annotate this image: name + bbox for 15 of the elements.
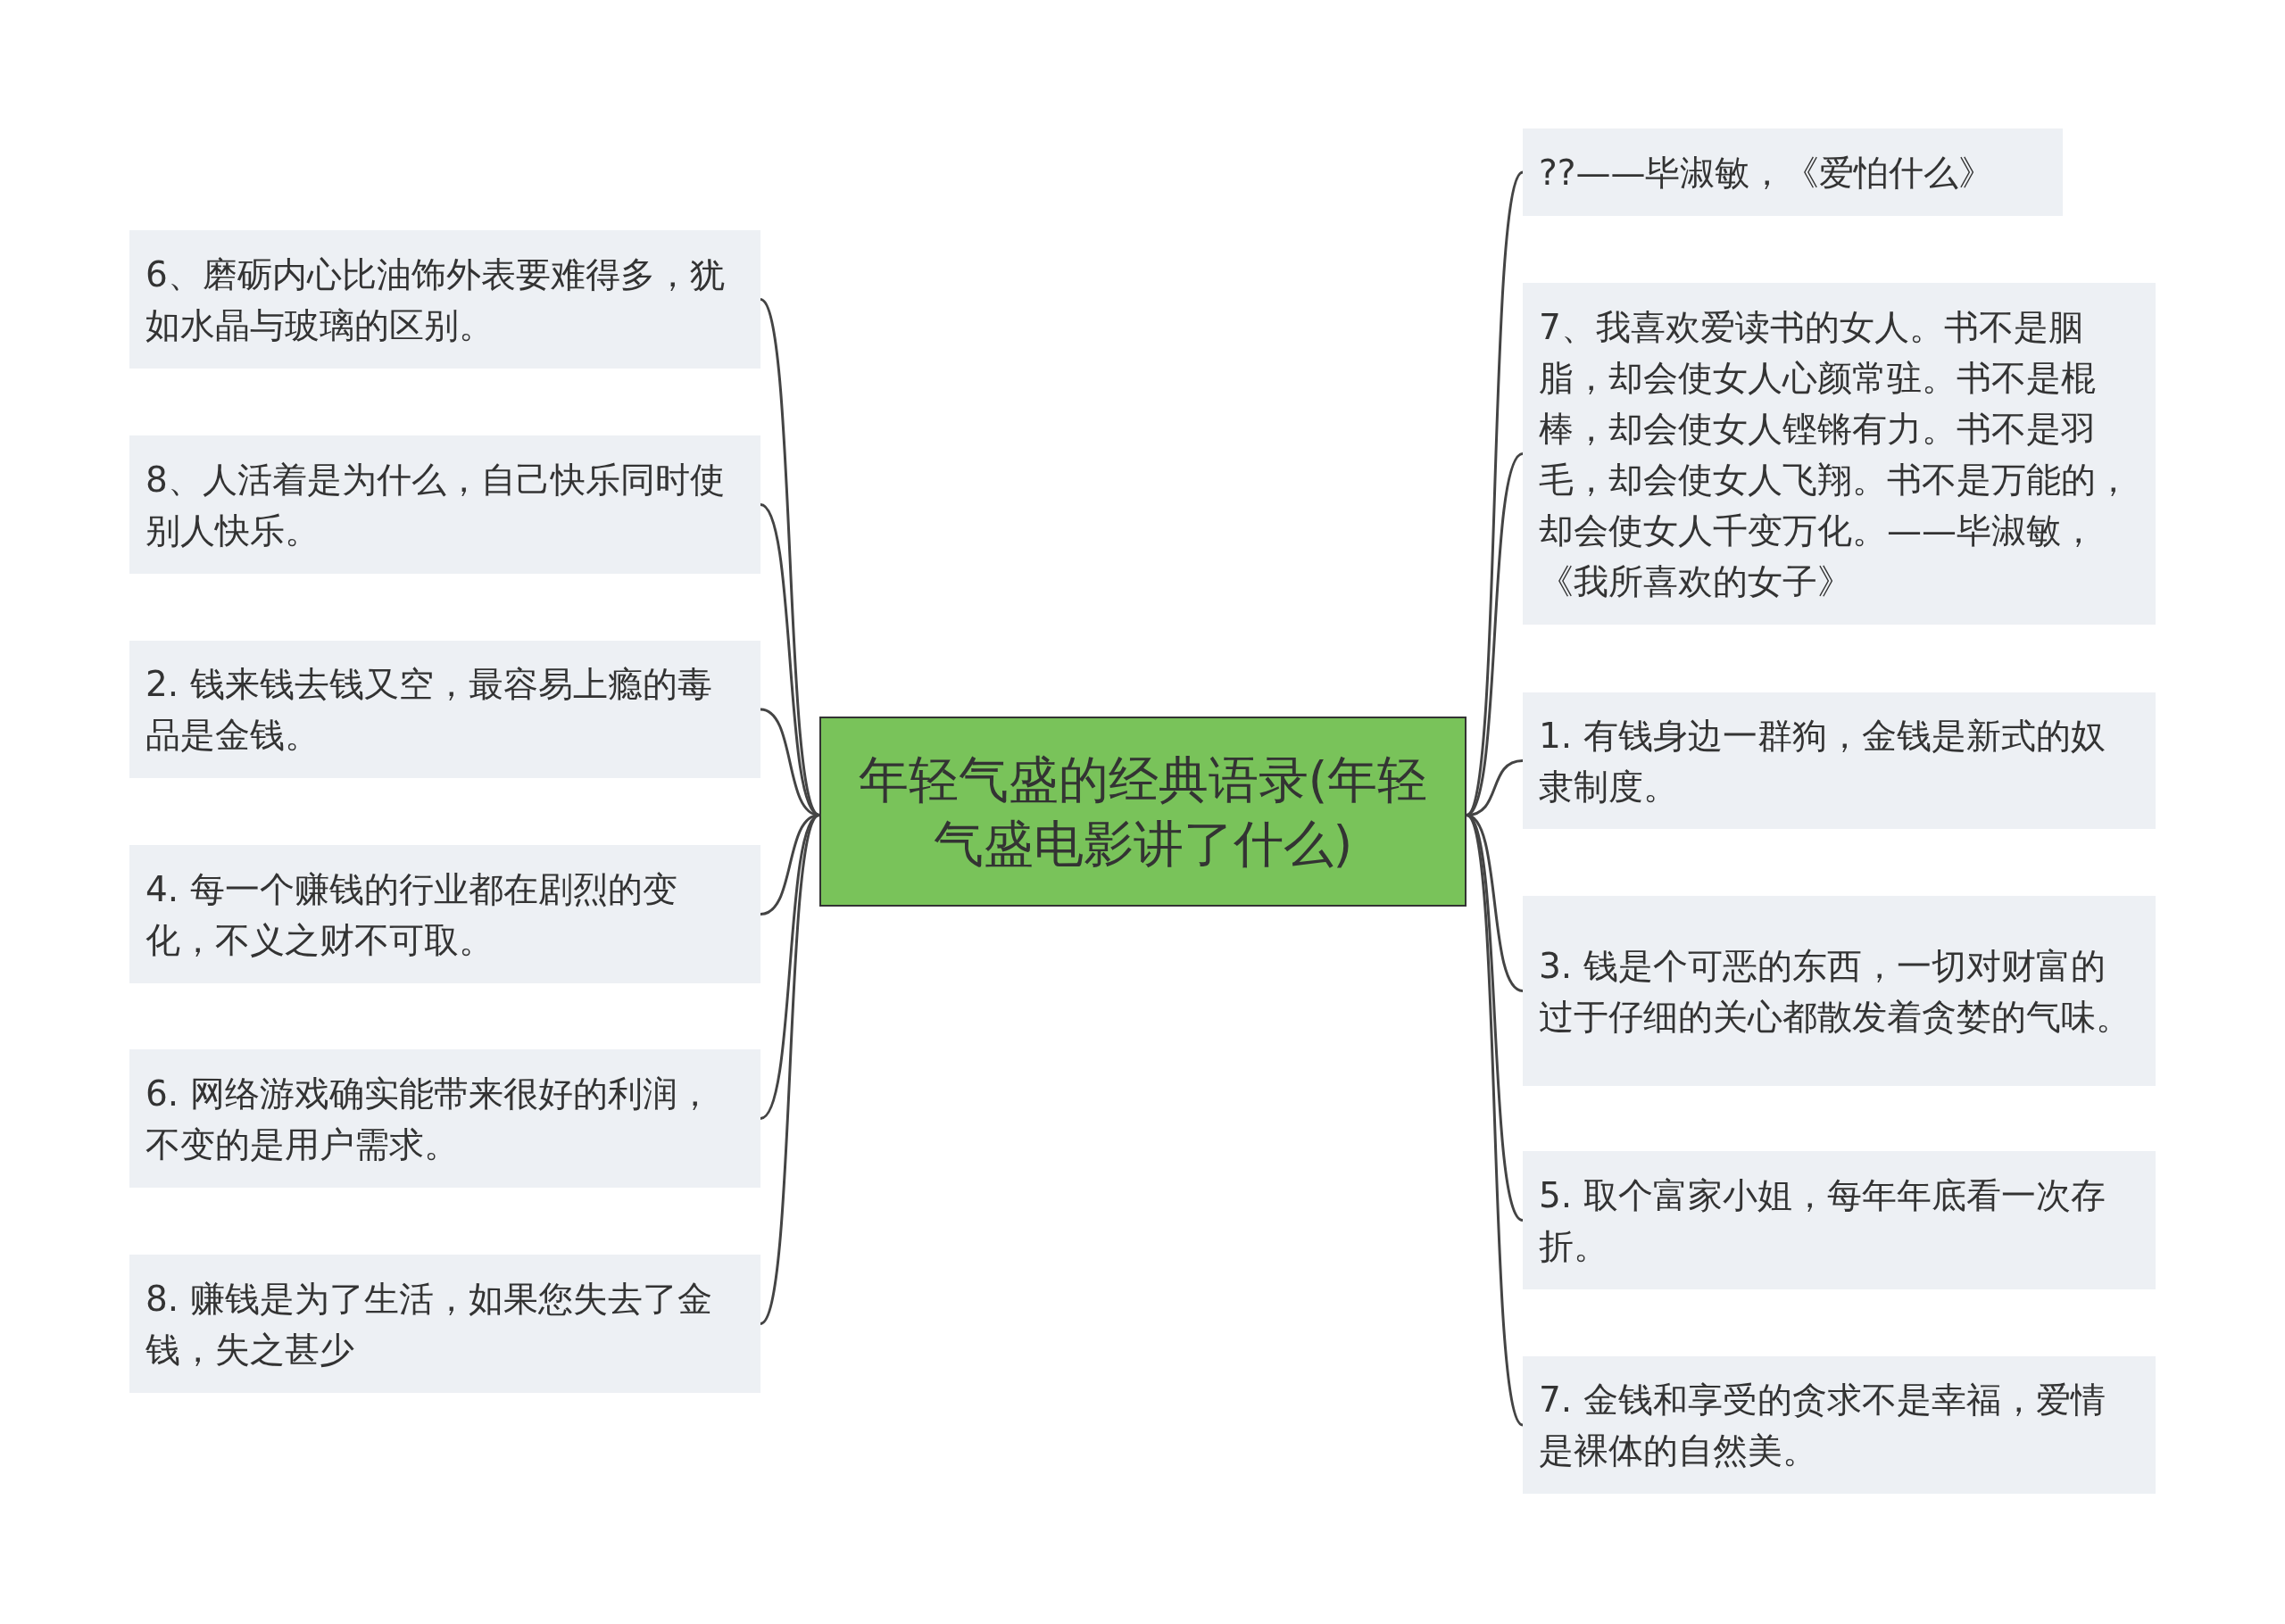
quote-box: 1. 有钱身边一群狗，金钱是新式的奴隶制度。 [1523,692,2156,829]
quote-box: 3. 钱是个可恶的东西，一切对财富的过于仔细的关心都散发着贪婪的气味。 [1523,896,2156,1086]
quote-box: 5. 取个富家小姐，每年年底看一次存折。 [1523,1151,2156,1289]
quote-box: 2. 钱来钱去钱又空，最容易上瘾的毒品是金钱。 [129,641,760,778]
quote-box: 6. 网络游戏确实能带来很好的利润，不变的是用户需求。 [129,1049,760,1188]
quote-box: 7、我喜欢爱读书的女人。书不是胭脂，却会使女人心颜常驻。书不是棍棒，却会使女人铿锵有力。书不是羽毛，却会使女人飞翔。书不是万能的，却会使女人千变万化。——毕淑敏，《我所喜欢的女子》 [1523,283,2156,625]
central-topic-box: 年轻气盛的经典语录(年轻气盛电影讲了什么) [819,717,1467,907]
quote-box: 8、人活着是为什么，自己快乐同时使别人快乐。 [129,435,760,574]
quote-box: 4. 每一个赚钱的行业都在剧烈的变化，不义之财不可取。 [129,845,760,983]
connector-line [760,503,820,816]
connector-line [760,814,820,916]
quote-box: 8. 赚钱是为了生活，如果您失去了金钱，失之甚少 [129,1255,760,1393]
quote-box: 7. 金钱和享受的贪求不是幸福，爱情是裸体的自然美。 [1523,1356,2156,1494]
quote-box: ??——毕淑敏，《爱怕什么》 [1523,128,2063,216]
quote-box: 6、磨砺内心比油饰外表要难得多，犹如水晶与玻璃的区别。 [129,230,760,369]
